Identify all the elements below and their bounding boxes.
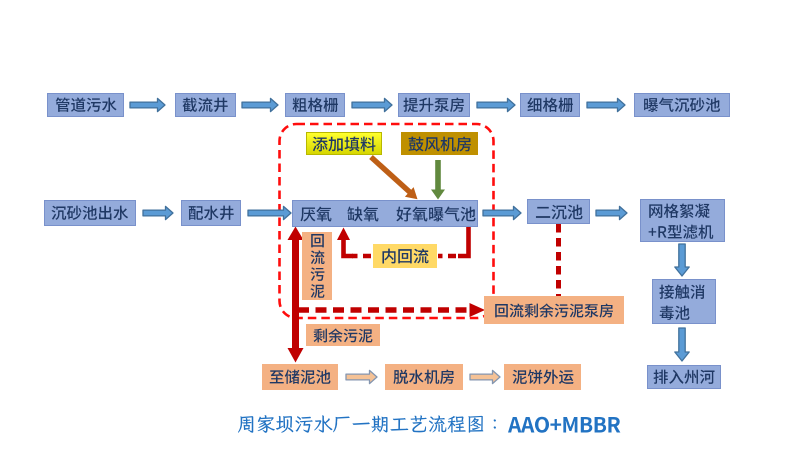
node-excess-sludge: 剩余污泥 [306,324,380,346]
node-grid-flocculation-filter: 网格絮凝+R型滤机 [640,199,725,242]
node-label [653,369,715,385]
flow-arrow-right [345,369,378,385]
node-label [511,369,574,385]
excess-sludge-down-arrowhead [287,348,304,363]
node-label [188,205,235,221]
node-label [55,97,117,113]
node-pipe-sewage: 管道污水 [47,93,124,117]
node-label [648,203,710,219]
node-lift-pump: 提升泵房 [398,93,470,117]
node-secondary-clarifier: 二沉池 [527,199,590,224]
node-label-text: 网格絮凝+R型滤机 [682,220,683,221]
node-label [51,205,129,221]
flow-arrow-right [482,205,522,221]
flow-arrow-right [469,369,501,385]
node-label [494,302,614,318]
flow-arrow-right [586,97,626,113]
node-bio-tank: 厌氧 缺氧 好氧曝气池 [292,200,478,227]
node-sludge-storage: 至储泥池 [262,364,338,390]
blower-air-arrow [431,160,445,200]
diagram-title: 周家坝污水厂一期工艺流程图：AAO+MBBR [237,414,621,435]
node-label [396,205,476,222]
node-label [347,206,379,222]
internal-recycle-up-arrowhead [337,227,350,240]
flow-arrows-row2 [142,205,628,221]
flow-arrow-right [142,205,174,221]
node-outfall-river: 排入州河 [647,365,721,389]
node-label [269,369,331,385]
node-cake-transport: 泥饼外运 [504,364,581,390]
node-label [313,327,373,343]
node-fine-screen: 细格栅 [520,93,580,117]
mbbr-dashed-boundary [278,122,495,320]
flow-arrows-row1 [129,97,626,113]
node-label [381,248,429,264]
node-label [535,204,583,220]
node-label [300,206,332,222]
node-return-sludge: 回流污泥 [302,232,332,300]
internal-recycle-left-elbow [341,238,353,259]
internal-recycle-line [337,227,471,259]
flow-arrow-down [674,327,690,362]
media-arrow-shaft [369,154,413,195]
internal-recycle-right-elbow [458,227,471,259]
media-dosing-arrow [369,154,418,200]
flow-arrow-right [129,97,166,113]
node-label [659,284,706,300]
node-intercept-well: 截流井 [175,93,236,117]
node-dewatering-house: 脱水机房 [385,364,463,390]
node-label [659,305,690,321]
flow-arrow-right [595,205,628,221]
node-media-dosing: 添加填料 [306,132,382,155]
node-return-excess-pump: 回流剩余污泥泵房 [484,296,624,324]
sludge-return-lines [287,224,561,363]
flow-arrow-right [476,97,516,113]
node-label [648,224,714,240]
node-coarse-screen: 粗格栅 [285,93,345,117]
node-label [527,97,574,113]
flow-arrow-right [351,97,393,113]
title-en [508,414,621,435]
flow-arrows-right-column [674,243,690,362]
node-label [312,136,376,152]
flow-arrow-right [241,97,279,113]
node-label [309,233,325,299]
node-label [403,97,465,113]
node-label [182,97,229,113]
node-label [408,136,472,152]
node-distribution-well: 配水井 [181,200,241,226]
return-sludge-up-arrowhead [287,226,304,240]
blower-arrow-head [431,189,445,200]
flow-arrow-down [674,243,690,277]
node-label-text: 厌氧 缺氧 好氧曝气池 [385,213,386,214]
node-label [393,369,455,385]
node-label-text: 接触消毒池 [684,301,685,302]
sludge-flow-arrows-bottom [345,369,501,385]
media-arrow-head [404,187,418,200]
node-label [643,97,721,113]
title-zh [237,414,504,433]
node-contact-disinfection: 接触消毒池 [652,279,716,324]
node-internal-recycle: 内回流 [373,244,437,268]
pump-return-arrowhead [469,303,485,317]
node-grit-outflow: 沉砂池出水 [44,200,136,226]
node-grit-chamber: 曝气沉砂池 [634,93,730,117]
node-blower-house: 鼓风机房 [401,132,478,155]
node-label [292,97,339,113]
flow-arrow-right [247,205,292,221]
